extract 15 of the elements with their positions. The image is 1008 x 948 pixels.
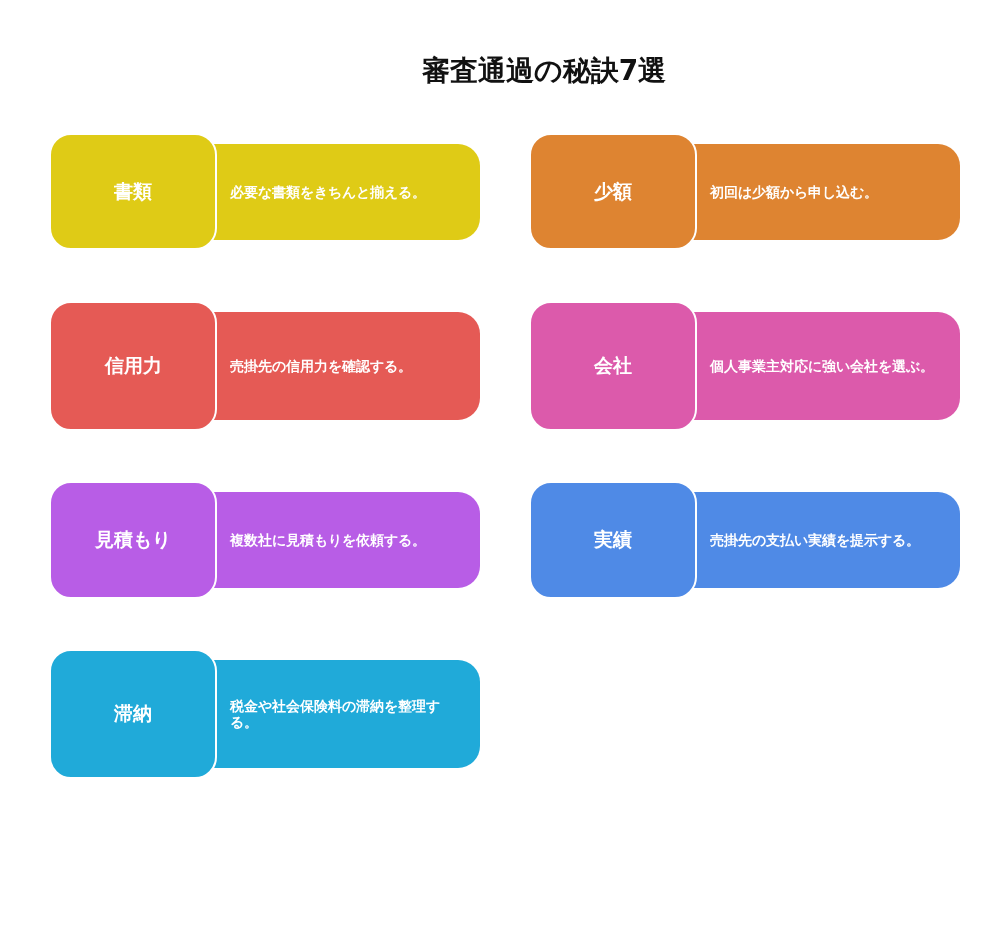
tip-box: 必要な書類をきちんと揃える。 <box>213 144 480 240</box>
category-box: 見積もり <box>49 481 217 599</box>
category-box: 少額 <box>529 133 697 250</box>
tip-box: 売掛先の支払い実績を提示する。 <box>693 492 960 588</box>
tip-box: 複数社に見積もりを依頼する。 <box>213 492 480 588</box>
tip-box: 初回は少額から申し込む。 <box>693 144 960 240</box>
category-box: 会社 <box>529 301 697 431</box>
diagram-title: 審査通過の秘訣7選 <box>420 53 668 89</box>
category-box: 書類 <box>49 133 217 250</box>
category-box: 滞納 <box>49 649 217 779</box>
tip-box: 個人事業主対応に強い会社を選ぶ。 <box>693 312 960 420</box>
category-box: 信用力 <box>49 301 217 431</box>
tip-box: 税金や社会保険料の滞納を整理する。 <box>213 660 480 768</box>
category-box: 実績 <box>529 481 697 599</box>
tip-box: 売掛先の信用力を確認する。 <box>213 312 480 420</box>
